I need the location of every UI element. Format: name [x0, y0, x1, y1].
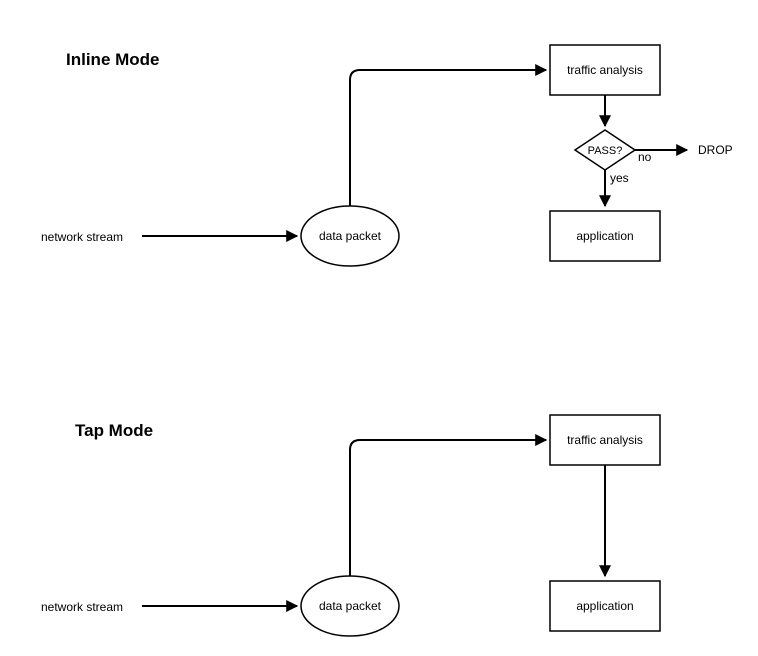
tap-mode-title: Tap Mode	[75, 421, 153, 440]
inline-mode-diagram: Inline Mode network stream data packet t…	[41, 44, 733, 267]
tap-packet-to-analysis-arrow	[349, 434, 548, 576]
inline-data-packet-label: data packet	[319, 229, 382, 243]
inline-application-label: application	[576, 229, 633, 243]
inline-no-label: no	[638, 150, 652, 164]
tap-mode-diagram: Tap Mode network stream data packet traf…	[41, 414, 661, 637]
inline-mode-title: Inline Mode	[66, 50, 160, 69]
tap-traffic-analysis-node[interactable]	[549, 414, 661, 466]
inline-traffic-analysis-label: traffic analysis	[567, 63, 643, 77]
inline-application-node[interactable]	[549, 210, 661, 262]
inline-network-stream-label: network stream	[41, 230, 123, 244]
inline-packet-to-analysis-arrow	[349, 64, 548, 206]
tap-application-node[interactable]	[549, 580, 661, 632]
inline-drop-label: DROP	[698, 143, 733, 157]
tap-traffic-analysis-label: traffic analysis	[567, 433, 643, 447]
inline-yes-label: yes	[610, 171, 629, 185]
tap-application-label: application	[576, 599, 633, 613]
tap-network-stream-label: network stream	[41, 600, 123, 614]
tap-data-packet-label: data packet	[319, 599, 382, 613]
inline-pass-decision-label: PASS?	[588, 145, 623, 157]
inline-traffic-analysis-node[interactable]	[549, 44, 661, 96]
